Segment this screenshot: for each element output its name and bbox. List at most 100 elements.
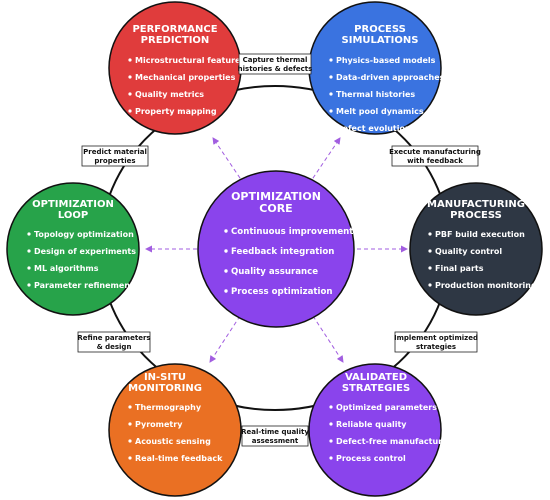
node-item: Process control (336, 454, 406, 463)
node-item: Parameter refinement (34, 281, 134, 290)
bullet-dot (27, 283, 31, 287)
edge-label-line: histories & defects (238, 65, 313, 73)
node-circle (409, 182, 543, 316)
edge-label-execute: Execute manufacturing with feedback (389, 145, 481, 167)
bullet-dot (27, 266, 31, 270)
node-title-line: VALIDATED (345, 372, 407, 383)
node-item: Feedback integration (231, 247, 334, 257)
bullet-dot (128, 439, 132, 443)
bullet-dot (329, 422, 333, 426)
node-item: Acoustic sensing (135, 437, 211, 446)
bullet-dot (428, 283, 432, 287)
node-title-line: PROCESS (450, 210, 502, 221)
bullet-dot (224, 249, 228, 253)
node-title-line: SIMULATIONS (342, 35, 419, 46)
node-item: Production monitoring (435, 281, 537, 290)
node-optimization-core: OPTIMIZATION CORE Continuous improvement… (197, 170, 355, 328)
node-optimization-loop: OPTIMIZATION LOOP Topology optimization … (6, 182, 140, 316)
edge-label-box (394, 331, 478, 353)
edge-label-implement: Implement optimized strategies (394, 331, 478, 353)
node-process-simulations: PROCESS SIMULATIONS Physics-based models… (308, 1, 445, 135)
edge-label-line: Execute manufacturing (389, 148, 481, 156)
bullet-dot (428, 249, 432, 253)
arrow-to-validated (312, 315, 344, 363)
node-title-line: MANUFACTURING (427, 199, 525, 210)
edge-label-line: Capture thermal (243, 56, 308, 64)
edge-label-line: Real-time quality (241, 428, 309, 436)
arrow-to-monitoring (209, 315, 241, 363)
node-item: Data-driven approaches (336, 73, 445, 82)
node-item: Quality assurance (231, 267, 318, 277)
node-title-line: MONITORING (128, 383, 202, 394)
bullet-dot (329, 109, 333, 113)
node-item: Thermography (135, 403, 202, 412)
node-title-line: CORE (259, 202, 292, 215)
node-circle (108, 363, 242, 497)
node-item: Topology optimization (34, 230, 134, 239)
edge-label-line: & design (97, 343, 132, 351)
edge-label-line: assessment (252, 437, 299, 445)
node-circle (6, 182, 140, 316)
node-item: Quality metrics (135, 90, 204, 99)
node-item: Physics-based models (336, 56, 436, 65)
edge-label-line: with feedback (407, 157, 463, 165)
bullet-dot (27, 232, 31, 236)
bullet-dot (128, 58, 132, 62)
bullet-dot (27, 249, 31, 253)
bullet-dot (224, 269, 228, 273)
node-in-situ-monitoring: IN-SITU MONITORING Thermography Pyrometr… (108, 363, 242, 497)
node-circle (308, 363, 442, 497)
node-item: Real-time feedback (135, 454, 223, 463)
node-item: Reliable quality (336, 420, 407, 429)
node-item: Defect-free manufacturing (336, 437, 457, 446)
node-title-line: STRATEGIES (342, 383, 410, 394)
bullet-dot (128, 405, 132, 409)
edge-label-capture: Capture thermal histories & defects (238, 53, 313, 75)
node-item: Thermal histories (336, 90, 415, 99)
arrow-to-performance (212, 137, 245, 185)
node-item: Final parts (435, 264, 484, 273)
edge-label-line: Refine parameters (77, 334, 150, 342)
node-title-line: OPTIMIZATION (32, 199, 114, 210)
node-manufacturing-process: MANUFACTURING PROCESS PBF build executio… (409, 182, 543, 316)
edge-label-box (238, 53, 312, 75)
bullet-dot (128, 422, 132, 426)
bullet-dot (329, 405, 333, 409)
node-item: PBF build execution (435, 230, 525, 239)
edge-label-box (81, 145, 149, 167)
core-arrows (145, 137, 408, 363)
node-item: Continuous improvement (231, 227, 353, 237)
bullet-dot (224, 229, 228, 233)
edge-label-predict: Predict material properties (81, 145, 149, 167)
node-validated-strategies: VALIDATED STRATEGIES Optimized parameter… (308, 363, 457, 497)
bullet-dot (329, 92, 333, 96)
node-title-line: PERFORMANCE (132, 24, 217, 35)
node-title-line: IN-SITU (144, 372, 186, 383)
node-item: Optimized parameters (336, 403, 437, 412)
edge-label-line: strategies (416, 343, 456, 351)
node-circle (197, 170, 355, 328)
node-item: Pyrometry (135, 420, 183, 429)
bullet-dot (329, 439, 333, 443)
bullet-dot (224, 289, 228, 293)
node-item: ML algorithms (34, 264, 99, 273)
node-item: Mechanical properties (135, 73, 236, 82)
bullet-dot (428, 232, 432, 236)
node-item: Defect evolution (336, 124, 411, 133)
node-title-line: OPTIMIZATION (231, 190, 321, 203)
edge-label-box (241, 425, 309, 447)
node-item: Property mapping (135, 107, 217, 116)
edge-label-line: properties (94, 157, 135, 165)
bullet-dot (128, 92, 132, 96)
bullet-dot (428, 266, 432, 270)
edge-label-box (391, 145, 479, 167)
edge-label-realtime: Real-time quality assessment (241, 425, 309, 447)
node-item: Quality control (435, 247, 502, 256)
bullet-dot (329, 75, 333, 79)
bullet-dot (128, 109, 132, 113)
bullet-dot (128, 75, 132, 79)
node-item: Microstructural features (135, 56, 245, 65)
edge-label-box (77, 331, 151, 353)
